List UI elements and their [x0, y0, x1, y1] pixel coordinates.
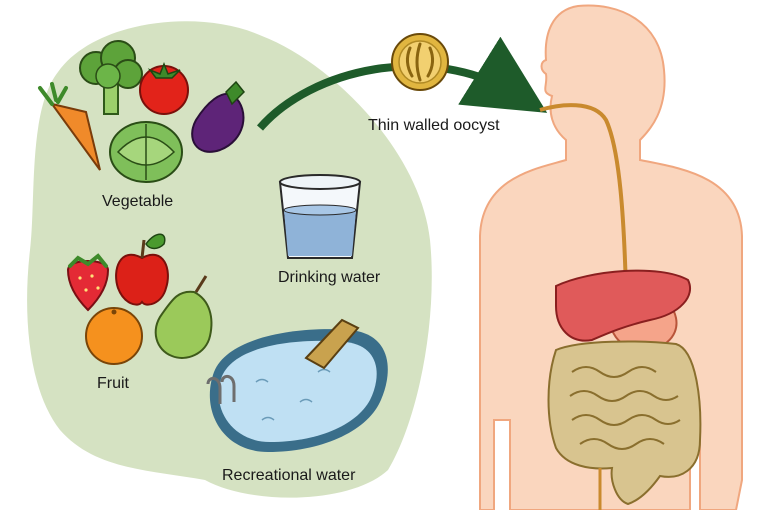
cabbage-icon — [110, 122, 182, 182]
label-fruit: Fruit — [97, 375, 130, 392]
tomato-icon — [140, 64, 188, 114]
label-recreational-water: Recreational water — [222, 467, 356, 484]
label-oocyst: Thin walled oocyst — [368, 117, 500, 134]
label-vegetable: Vegetable — [102, 193, 173, 210]
orange-icon — [86, 308, 142, 364]
label-drinking-water: Drinking water — [278, 269, 381, 286]
oocyst-icon — [392, 34, 448, 90]
water-glass-icon — [280, 175, 360, 258]
